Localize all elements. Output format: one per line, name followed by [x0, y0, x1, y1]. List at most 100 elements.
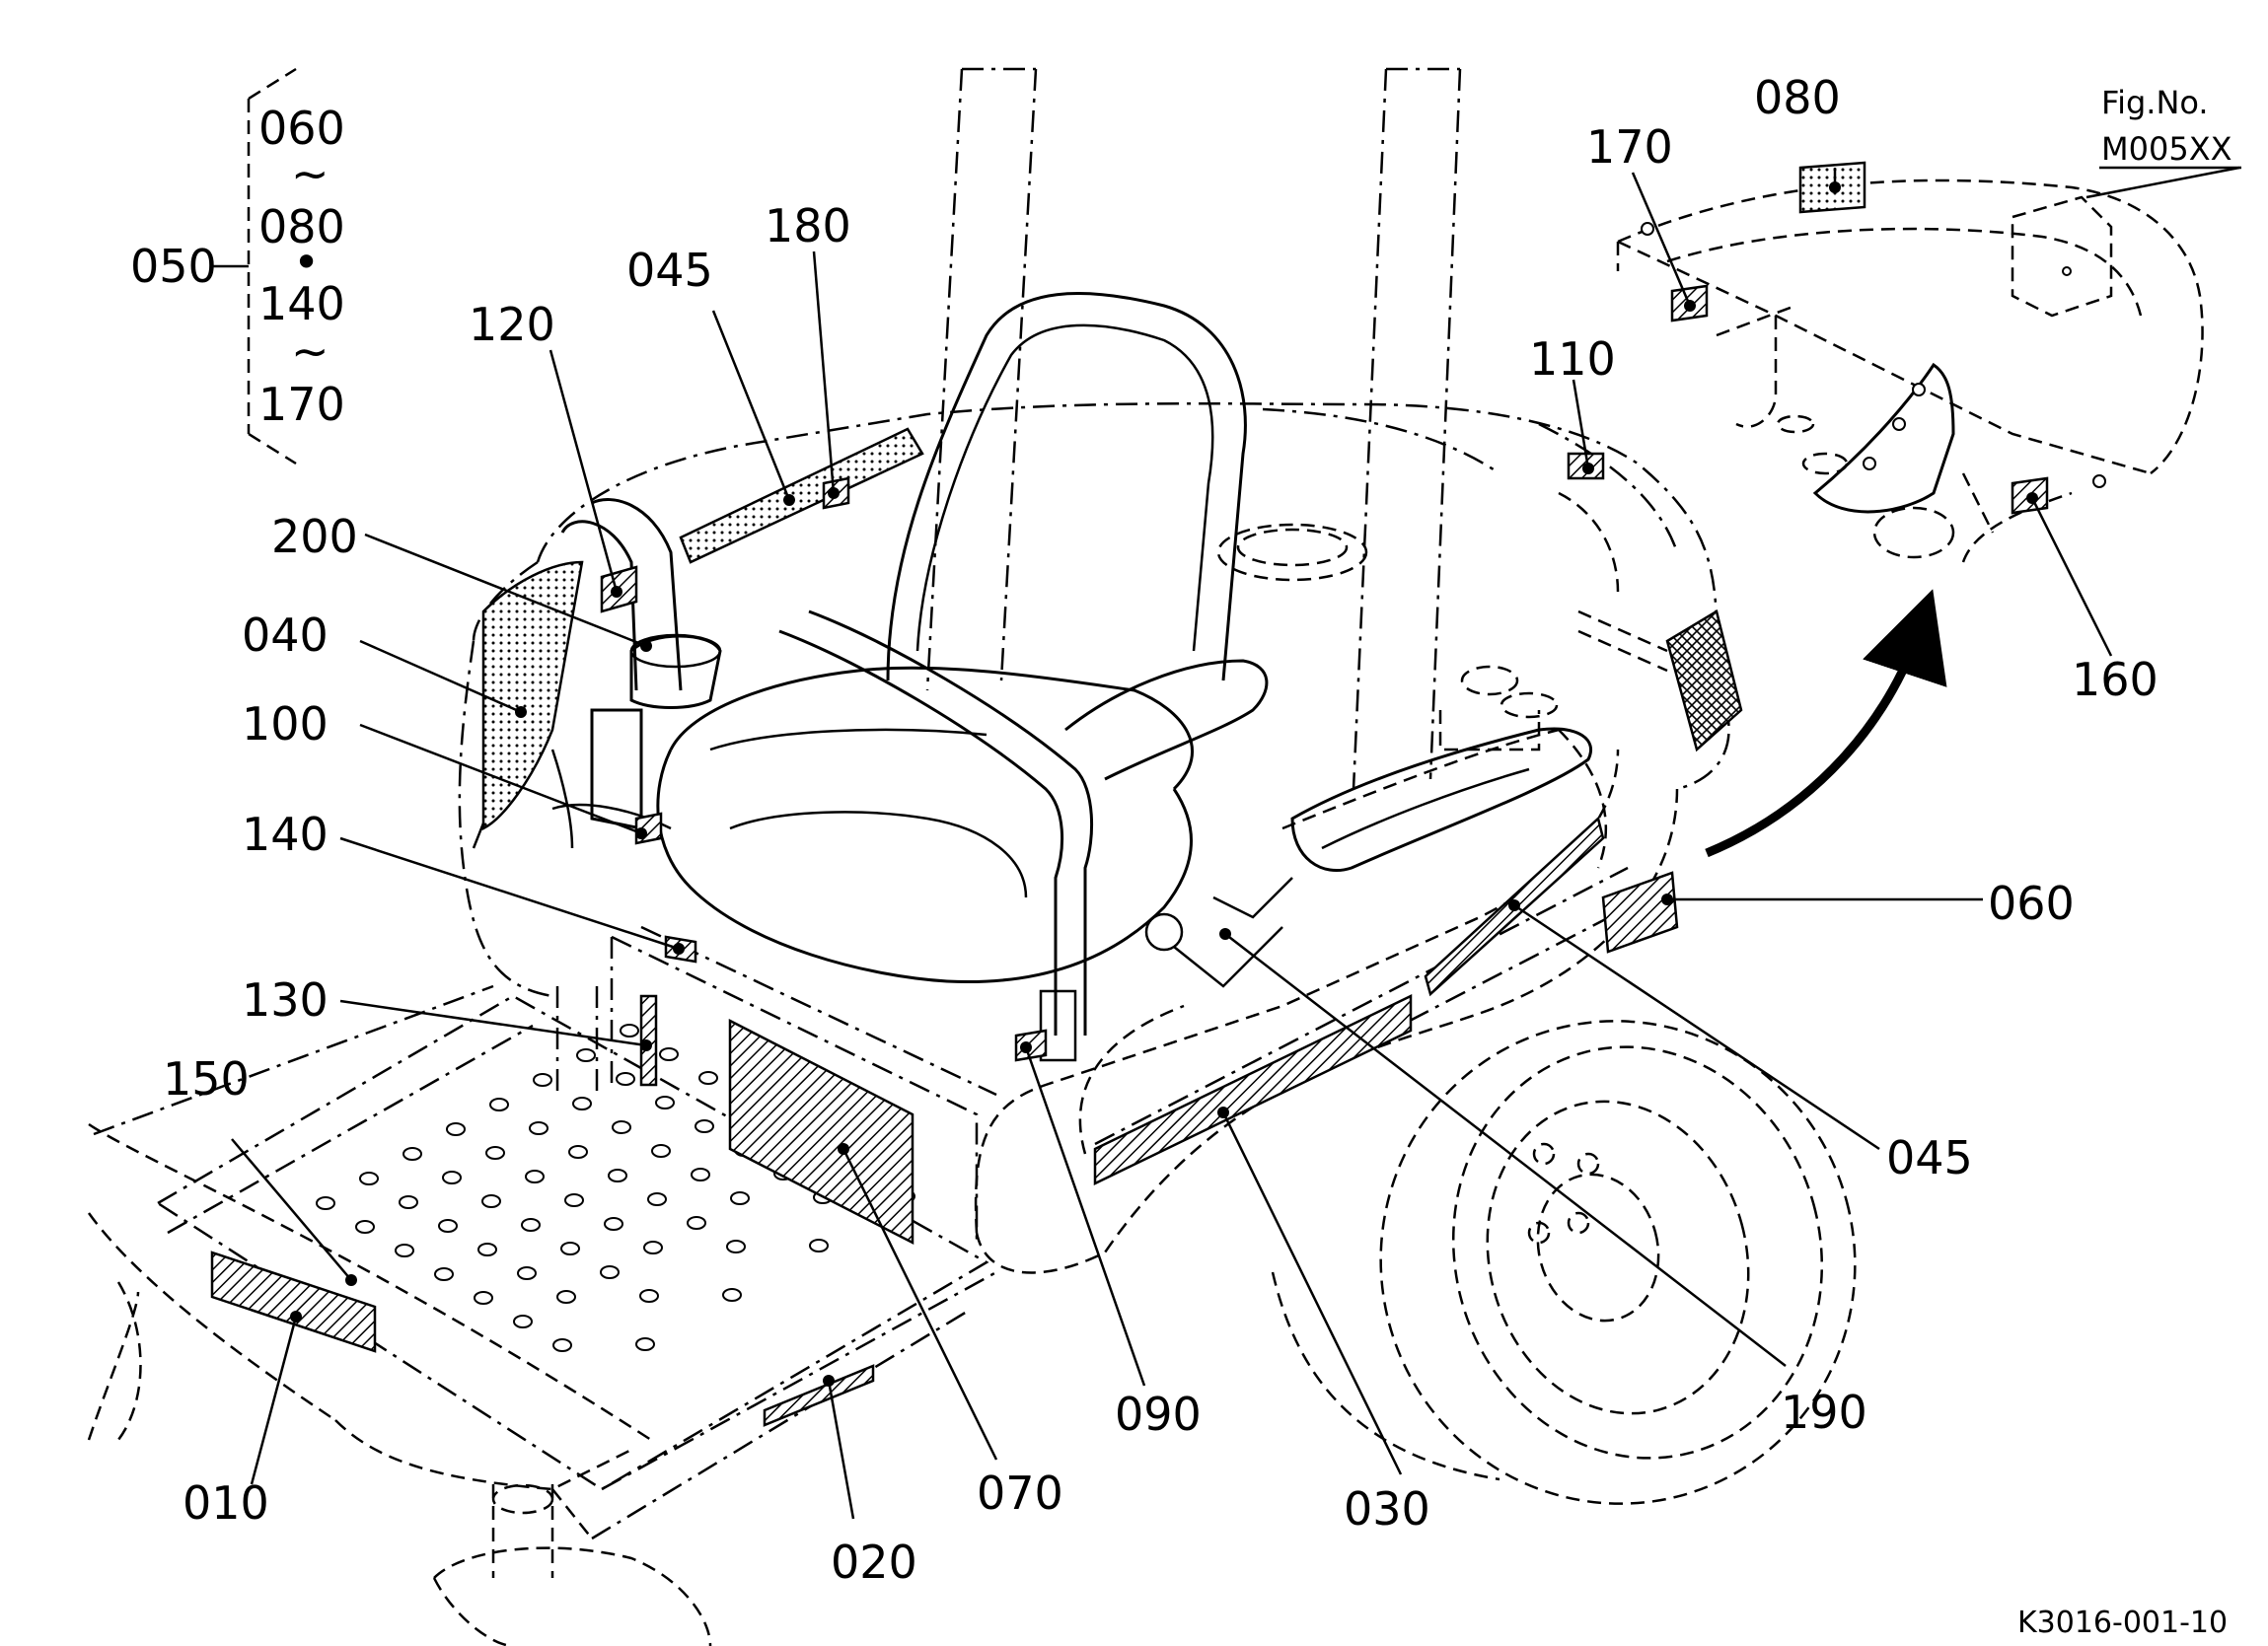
floor-hole [730, 1191, 750, 1205]
group-member-2: 080 [258, 200, 345, 253]
callout-200: 200 [271, 510, 358, 563]
floor-hole [446, 1122, 466, 1136]
floor-hole [643, 1241, 663, 1254]
decal-070 [728, 1018, 915, 1246]
callout-070: 070 [977, 1467, 1063, 1520]
rear-body-outline [458, 401, 1730, 998]
floor-hole [402, 1147, 422, 1161]
floor-hole [355, 1220, 375, 1234]
floor-hole [552, 1338, 572, 1352]
drawing-code: K3016-001-10 [2017, 1606, 2228, 1640]
group-member-4: 170 [258, 378, 345, 431]
floor-hole [521, 1218, 541, 1232]
rops-frame [925, 67, 1462, 790]
floor-hole [655, 1096, 675, 1109]
group-member-3: 140 [258, 277, 345, 330]
floor-hole [442, 1171, 462, 1184]
lap-bars [560, 498, 1269, 1062]
floor-hole [635, 1337, 655, 1351]
decal-010 [210, 1251, 377, 1353]
floor-hole [529, 1121, 549, 1135]
floor-hole [608, 1169, 627, 1182]
decal-020 [763, 1364, 875, 1427]
left-fender-mesh [481, 560, 584, 831]
decal-030 [1093, 994, 1413, 1185]
floor-hole [639, 1289, 659, 1303]
seat [656, 292, 1247, 984]
callout-045-upper: 045 [626, 244, 713, 297]
front-panel [555, 925, 997, 1243]
floor-hole [726, 1240, 746, 1253]
callout-labels: 010 020 030 040 045 045 060 070 080 090 … [163, 71, 2158, 1589]
callout-040: 040 [242, 608, 329, 662]
rear-wheel [1271, 1020, 1857, 1505]
callout-160: 160 [2072, 653, 2158, 706]
floor-hole [722, 1288, 742, 1302]
floor-hole [647, 1192, 667, 1206]
callout-180: 180 [765, 199, 851, 252]
floor-hole [485, 1146, 505, 1160]
callout-060: 060 [1988, 877, 2075, 930]
floor-hole [659, 1047, 679, 1061]
floor-hole [568, 1145, 588, 1159]
transfer-arrow [1705, 589, 1947, 858]
floor-hole [695, 1119, 714, 1133]
group-range-mark-2: ~ [291, 324, 329, 378]
fig-number: M005XX [2101, 130, 2232, 168]
floor-hole [616, 1072, 635, 1086]
floor-hole [474, 1291, 493, 1305]
callout-150: 150 [163, 1052, 250, 1106]
floor-hole [687, 1216, 706, 1230]
floor-hole [477, 1243, 497, 1256]
floor-hole [560, 1242, 580, 1255]
floor-hole [556, 1290, 576, 1304]
figure-reference: Fig.No. M005XX K3016-001-10 [2017, 84, 2241, 1640]
floor-hole [513, 1315, 533, 1328]
callout-090: 090 [1115, 1388, 1202, 1441]
group-parent-label: 050 [130, 240, 217, 293]
floor-hole [604, 1217, 623, 1231]
floor-hole [438, 1219, 458, 1233]
floor-hole [525, 1170, 545, 1183]
floor-hole [612, 1120, 631, 1134]
right-fender [974, 728, 1679, 1274]
floor-hole [809, 1239, 829, 1252]
callout-045-lower: 045 [1886, 1131, 1973, 1184]
callout-190: 190 [1781, 1386, 1867, 1439]
right-control [1144, 727, 1592, 988]
floor-hole [620, 1024, 639, 1038]
floor-plate [93, 984, 997, 1540]
callout-030: 030 [1344, 1482, 1430, 1536]
floor-hole [698, 1071, 718, 1085]
rear-bumper [1616, 179, 2204, 563]
floor-hole [359, 1172, 379, 1185]
engine [1216, 491, 1668, 751]
callout-140: 140 [242, 808, 329, 861]
group-range-mark-1: ~ [291, 147, 329, 200]
group-050-bracket: 050 060 ~ 080 • 140 ~ 170 [130, 67, 345, 465]
floor-hole [395, 1244, 414, 1257]
callout-020: 020 [831, 1536, 917, 1589]
callout-170: 170 [1586, 120, 1673, 174]
decal-060 [1601, 871, 1679, 954]
floor-hole [576, 1048, 596, 1062]
floor-hole [517, 1266, 537, 1280]
rear-grille [1665, 609, 1743, 752]
floor-hole [316, 1196, 335, 1210]
floor-hole [600, 1265, 620, 1279]
floor-hole [399, 1195, 418, 1209]
callout-100: 100 [242, 697, 329, 751]
floor-hole [489, 1098, 509, 1111]
floor-hole [691, 1168, 710, 1181]
floor-hole [564, 1193, 584, 1207]
floor-hole [533, 1073, 552, 1087]
callout-130: 130 [242, 973, 329, 1027]
floor-hole [434, 1267, 454, 1281]
fig-label: Fig.No. [2101, 84, 2209, 121]
left-front-frame [87, 1122, 712, 1646]
floor-hole [481, 1194, 501, 1208]
group-list-mark: • [293, 236, 320, 289]
callout-110: 110 [1529, 332, 1616, 386]
callout-120: 120 [469, 298, 555, 351]
